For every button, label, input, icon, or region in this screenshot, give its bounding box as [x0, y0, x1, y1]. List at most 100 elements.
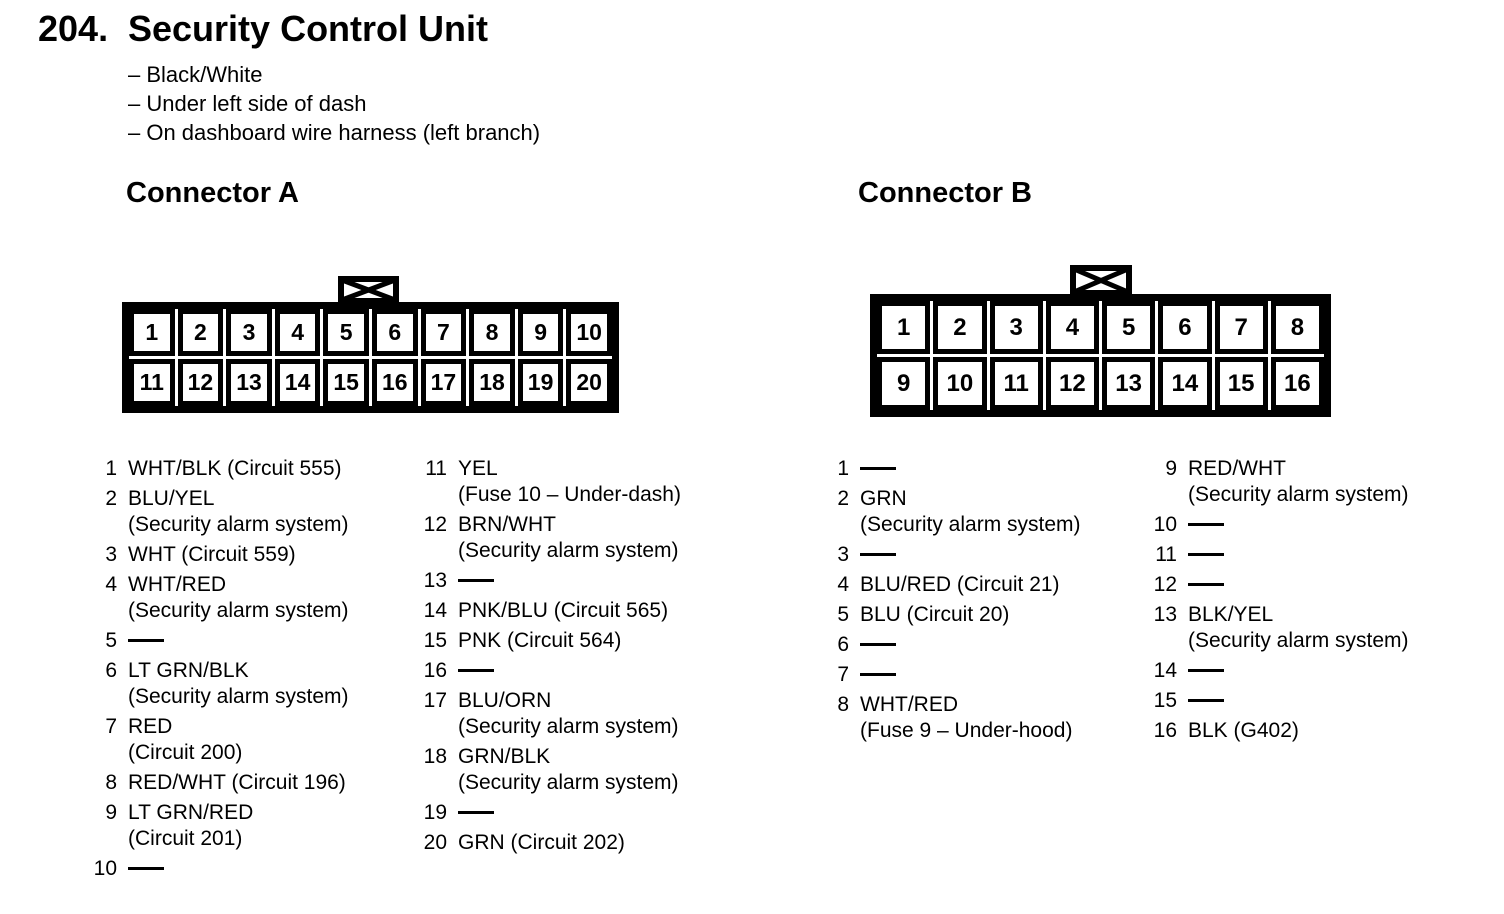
pin-description	[1188, 542, 1450, 568]
pin-description: BLU/YEL (Security alarm system)	[128, 486, 382, 538]
connector-b-pin-cell-1: 1	[877, 301, 931, 354]
connector-a-pin-cell-7: 7	[420, 309, 467, 356]
pin-description: BRN/WHT(Security alarm system)	[458, 512, 720, 564]
pin-description-line: (Fuse 9 – Under-hood)	[860, 719, 1073, 742]
pin-number: 5	[837, 603, 849, 626]
pin-description	[128, 628, 382, 654]
pin-description: WHT/RED(Security alarm system)	[128, 572, 382, 624]
no-connection-dash	[1188, 523, 1224, 526]
connector-b-pin-item-12: 12	[1120, 572, 1450, 598]
pin-number: 16	[1153, 719, 1177, 742]
connector-b-pin-cell-9: 9	[877, 357, 931, 410]
pin-description-line: GRN	[860, 487, 907, 510]
pin-description: GRN(Security alarm system)	[860, 486, 1114, 538]
pin-number: 3	[837, 543, 849, 566]
pin-description: WHT (Circuit 559)	[128, 542, 382, 568]
connector-a-pin-cell-10: 10	[566, 309, 612, 356]
connector-b-pin-cell-5: 5	[1102, 301, 1156, 354]
pin-description-line: PNK/BLU (Circuit 565)	[458, 599, 669, 622]
pin-description: LT GRN/RED(Circuit 201)	[128, 800, 382, 852]
pin-description	[860, 456, 1114, 482]
no-connection-dash	[1188, 699, 1224, 702]
pin-number: 1	[105, 457, 117, 480]
connector-a-pin-cell-16: 16	[371, 359, 418, 406]
connector-a-pin-cell-12: 12	[177, 359, 224, 406]
pin-description-line: WHT/RED	[860, 693, 958, 716]
pin-description-line: BLU/YEL	[128, 487, 215, 510]
pin-number: 10	[93, 857, 117, 880]
connector-b-pin-cell-11: 11	[989, 357, 1043, 410]
pin-description	[860, 542, 1114, 568]
pin-description-line: BLU (Circuit 20)	[860, 603, 1010, 626]
pin-number: 15	[1153, 689, 1177, 712]
connector-a-pin-cell-9: 9	[517, 309, 564, 356]
pin-description	[458, 800, 720, 826]
pin-number: 20	[423, 831, 447, 854]
pin-description: RED/WHT (Circuit 196)	[128, 770, 382, 796]
connector-b-pin-item-1: 1	[792, 456, 1114, 482]
pin-description-line: BLK/YEL	[1188, 603, 1274, 626]
pin-description-line: WHT/RED	[128, 573, 226, 596]
connector-a-pin-cell-1: 1	[129, 309, 175, 356]
pin-number: 6	[105, 659, 117, 682]
connector-b-pin-cell-12: 12	[1045, 357, 1099, 410]
connector-a-pin-cell-18: 18	[469, 359, 515, 406]
connector-b-pin-item-3: 3	[792, 542, 1114, 568]
no-connection-dash	[1188, 583, 1224, 586]
pin-number: 6	[837, 633, 849, 656]
pin-number: 8	[105, 771, 117, 794]
connector-b-pin-cell-16: 16	[1270, 357, 1324, 410]
pin-description: RED(Circuit 200)	[128, 714, 382, 766]
pin-number: 11	[1155, 543, 1177, 566]
pin-description: GRN/BLK(Security alarm system)	[458, 744, 720, 796]
connector-b-pin-item-7: 7	[792, 662, 1114, 688]
pin-description	[1188, 572, 1450, 598]
no-connection-dash	[860, 467, 896, 470]
pin-number: 12	[1153, 573, 1177, 596]
connector-a-keying-tab-icon	[338, 276, 399, 304]
connector-b-pin-cell-15: 15	[1214, 357, 1268, 410]
no-connection-dash	[458, 811, 494, 814]
pin-number: 2	[837, 487, 849, 510]
pin-description: PNK (Circuit 564)	[458, 628, 720, 654]
no-connection-dash	[458, 579, 494, 582]
connector-a-pin-cell-20: 20	[566, 359, 612, 406]
pin-description-line: WHT (Circuit 559)	[128, 543, 296, 566]
pin-number: 3	[105, 543, 117, 566]
connector-a-pin-item-3: 3 WHT (Circuit 559)	[60, 542, 382, 568]
pin-description-line: (Security alarm system)	[458, 715, 679, 738]
section-title: Security Control Unit	[128, 8, 489, 49]
connector-a-pin-item-5: 5	[60, 628, 382, 654]
pin-description-line: PNK (Circuit 564)	[458, 629, 622, 652]
connector-b-pin-item-5: 5 BLU (Circuit 20)	[792, 602, 1114, 628]
pin-description: WHT/BLK (Circuit 555)	[128, 456, 382, 482]
pin-number: 18	[423, 745, 447, 768]
pin-number: 17	[423, 689, 447, 712]
pin-description-line: (Fuse 10 – Under-dash)	[458, 483, 681, 506]
pin-number: 9	[1165, 457, 1177, 480]
pin-description-line: (Security alarm system)	[128, 513, 349, 536]
connector-a-pin-cell-6: 6	[371, 309, 418, 356]
pin-number: 13	[423, 569, 447, 592]
pin-description-line: (Security alarm system)	[1188, 629, 1409, 652]
connector-b-pin-cell-2: 2	[933, 301, 987, 354]
pin-description: YEL(Fuse 10 – Under-dash)	[458, 456, 720, 508]
pin-number: 5	[105, 629, 117, 652]
connector-a-pin-cell-13: 13	[226, 359, 272, 406]
pin-description-line: LT GRN/BLK	[128, 659, 249, 682]
connector-a-pin-item-10: 10	[60, 856, 382, 882]
pin-description: BLU/RED (Circuit 21)	[860, 572, 1114, 598]
location-note: – Under left side of dash	[128, 91, 367, 116]
pin-description-line: BRN/WHT	[458, 513, 556, 536]
connector-b-pin-cell-3: 3	[989, 301, 1043, 354]
